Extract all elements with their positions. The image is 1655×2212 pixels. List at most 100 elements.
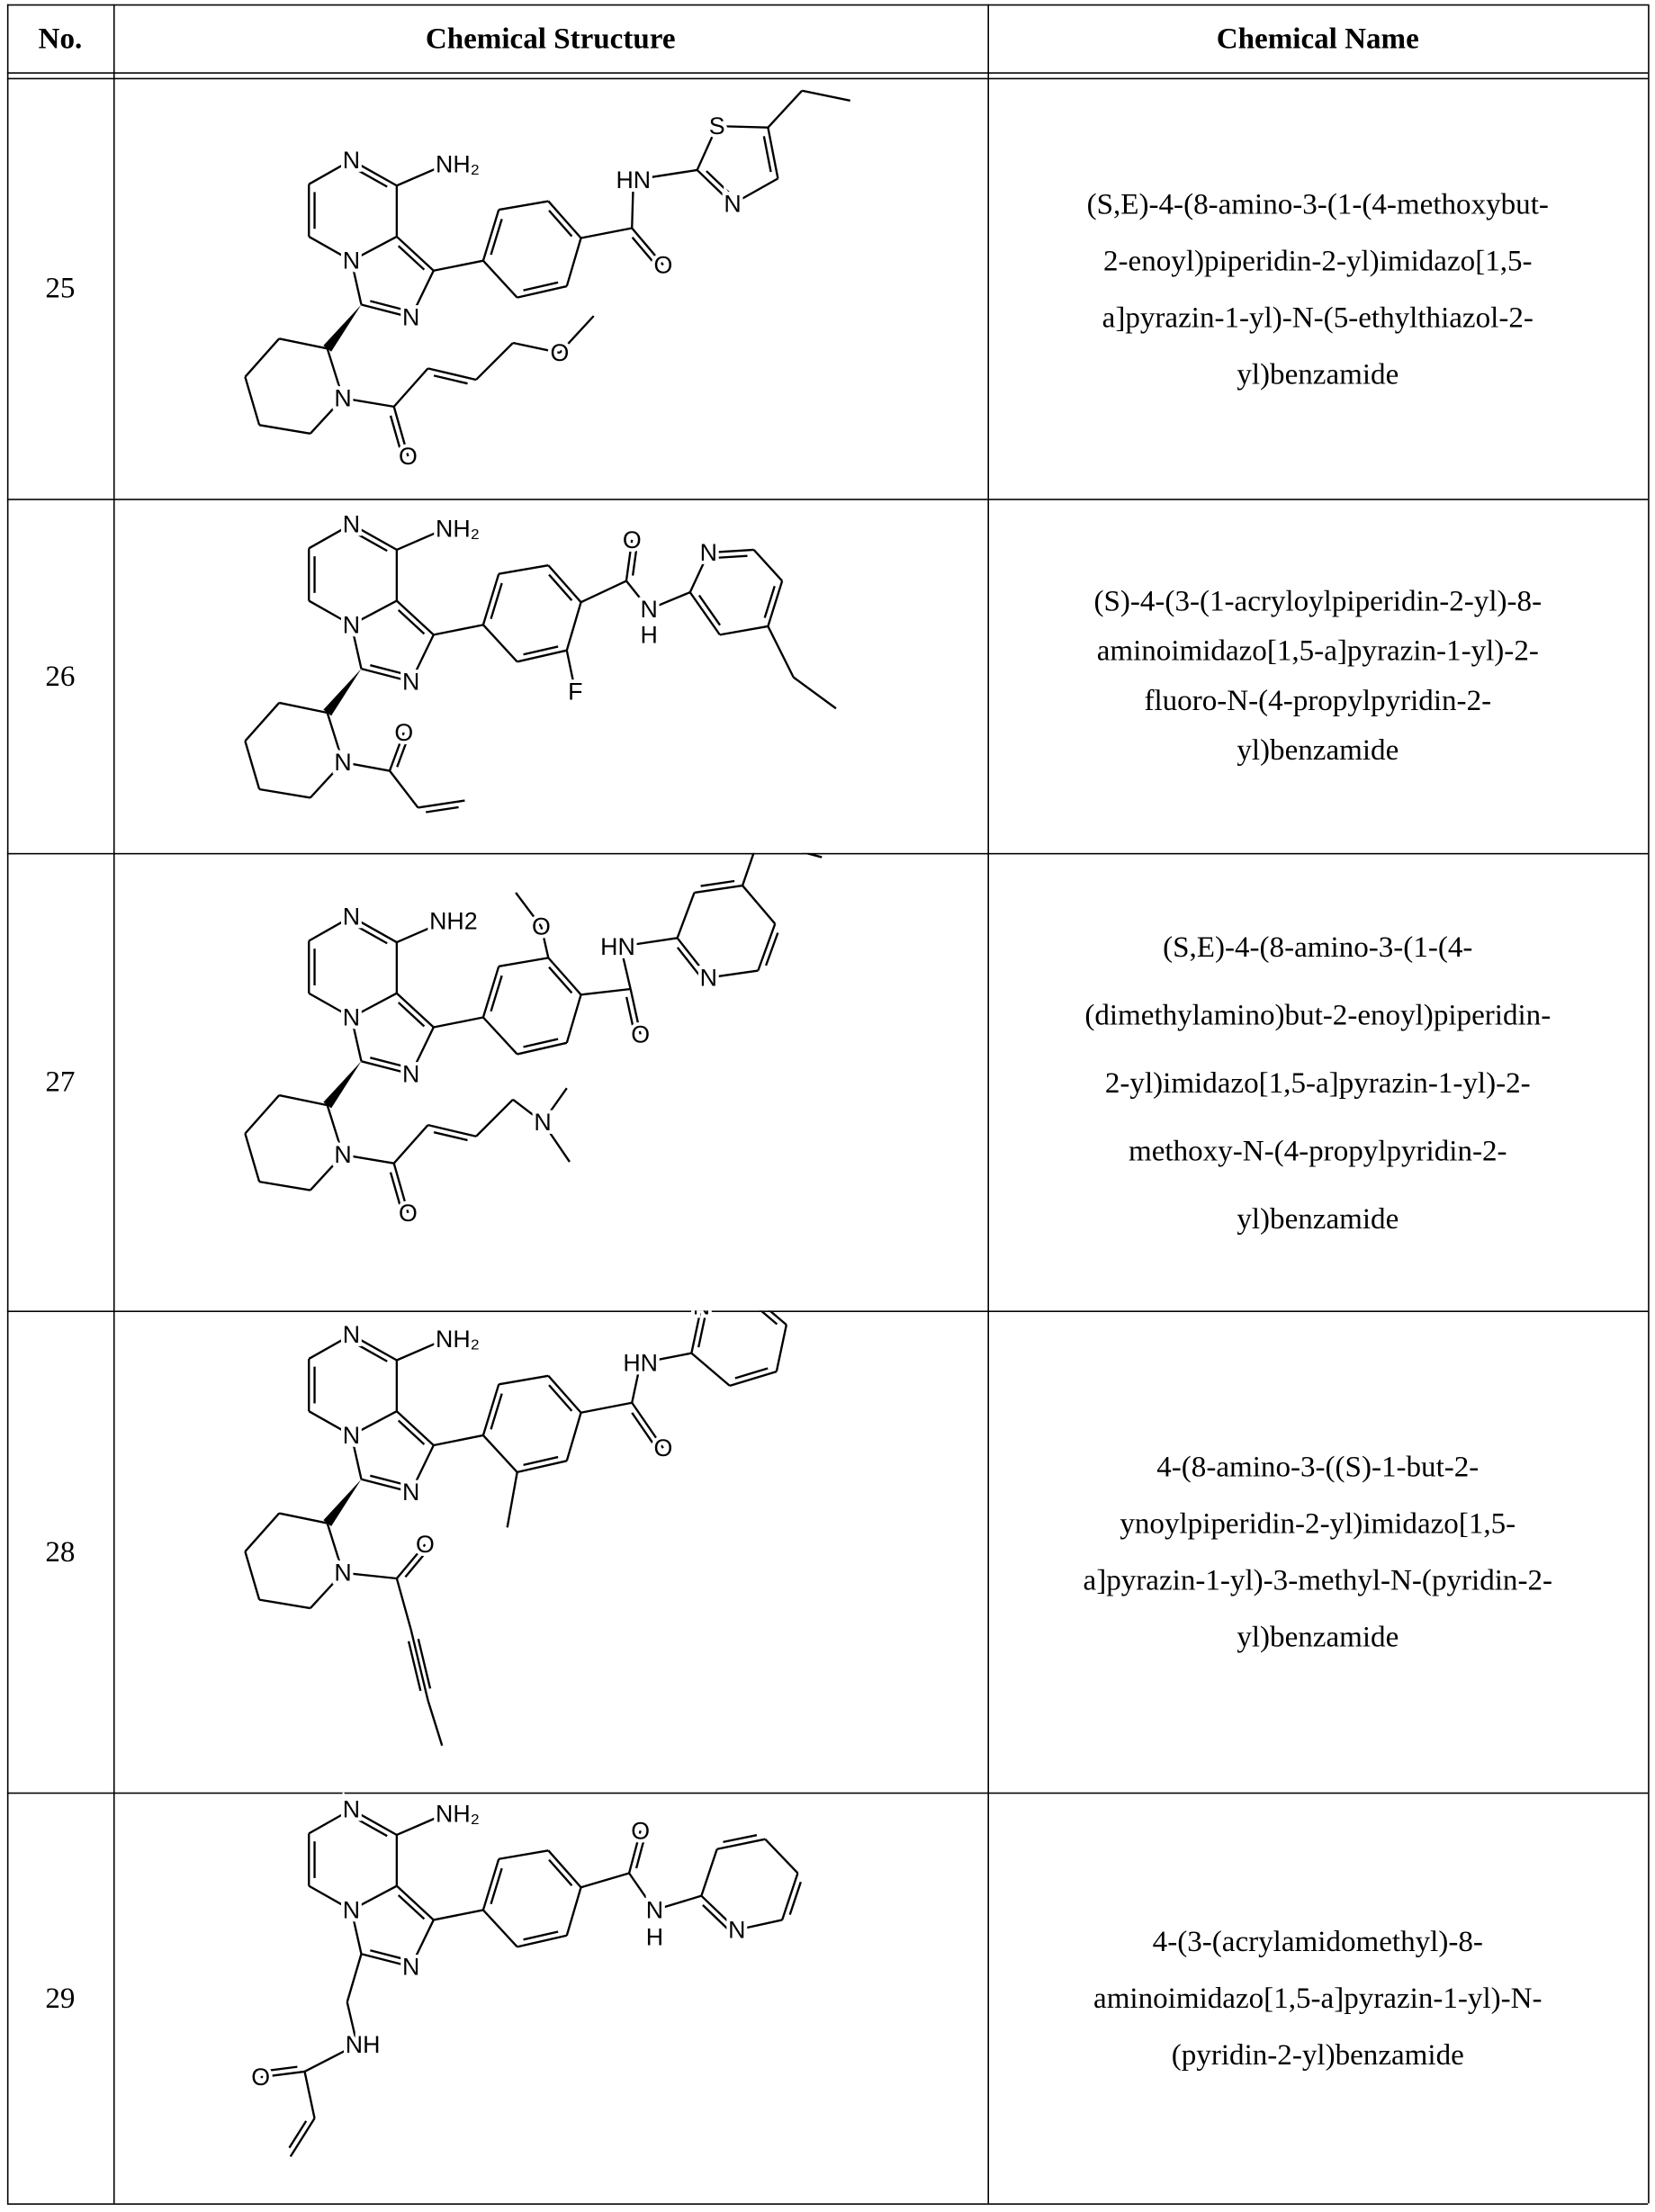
bond bbox=[397, 1817, 439, 1835]
bond bbox=[483, 625, 517, 661]
atom-label: O bbox=[416, 1531, 435, 1558]
header-no: No. bbox=[7, 4, 113, 73]
chemical-name-line: (S,E)-4-(8-amino-3-(1-(4-methoxybut- bbox=[1087, 175, 1549, 231]
bond bbox=[766, 933, 778, 966]
atom-label: F bbox=[568, 678, 582, 705]
bond bbox=[279, 703, 328, 713]
bond bbox=[548, 958, 580, 994]
bond bbox=[567, 238, 581, 287]
bond bbox=[715, 556, 747, 558]
atom-label: O bbox=[399, 443, 418, 470]
bond bbox=[777, 1325, 787, 1371]
bond bbox=[245, 377, 259, 426]
atom-label: HN bbox=[616, 166, 651, 193]
atom-label: N bbox=[343, 1422, 360, 1449]
bond bbox=[397, 601, 434, 635]
atom-label: NH2 bbox=[429, 907, 478, 934]
bond bbox=[581, 581, 626, 603]
bond bbox=[768, 91, 802, 128]
bond bbox=[476, 343, 513, 380]
atom-label: N bbox=[343, 147, 360, 174]
atom-label: N bbox=[402, 1060, 419, 1087]
bond bbox=[245, 703, 279, 742]
chemical-name-line: 2-enoyl)piperidin-2-yl)imidazo[1,5- bbox=[1103, 231, 1533, 288]
chemical-structure: NNH2NNOHNONNON bbox=[113, 853, 987, 1311]
atom-label: N bbox=[343, 904, 360, 931]
atom-label: NH₂ bbox=[436, 151, 480, 178]
bond bbox=[517, 651, 567, 662]
atom-label: N bbox=[534, 1109, 551, 1136]
chemical-name-line: yl)benzamide bbox=[1237, 345, 1399, 401]
chemical-structure: NNH₂NNHNOSNNOO bbox=[113, 78, 987, 499]
bond bbox=[768, 128, 778, 179]
compound-number: 28 bbox=[7, 1310, 113, 1792]
bond bbox=[397, 1886, 434, 1920]
chemical-structure: NNH₂NNHNONNO bbox=[113, 1310, 987, 1792]
atom-label: O bbox=[551, 339, 570, 366]
chemical-name-line: ynoylpiperidin-2-yl)imidazo[1,5- bbox=[1120, 1495, 1516, 1551]
bond bbox=[259, 789, 310, 797]
atom-label: N bbox=[700, 964, 717, 991]
compound-number: 27 bbox=[7, 853, 113, 1311]
bond bbox=[483, 261, 517, 298]
bond bbox=[581, 1403, 633, 1413]
atom-label: N bbox=[343, 1796, 360, 1823]
atom-label: N bbox=[343, 1896, 360, 1923]
bond bbox=[567, 1413, 581, 1461]
bond bbox=[397, 1578, 411, 1630]
table-border-bottom bbox=[7, 2203, 1648, 2205]
atom-label: N bbox=[640, 596, 657, 623]
compound-number: 26 bbox=[7, 499, 113, 853]
bond bbox=[499, 565, 548, 573]
atom-label: O bbox=[653, 1434, 672, 1461]
bond bbox=[567, 602, 581, 651]
bond bbox=[758, 853, 822, 858]
bond bbox=[397, 994, 434, 1028]
chemical-name-line: a]pyrazin-1-yl)-3-methyl-N-(pyridin-2- bbox=[1084, 1551, 1552, 1608]
bond bbox=[581, 1873, 630, 1887]
bond bbox=[701, 1849, 716, 1896]
bond bbox=[434, 1435, 483, 1445]
chemical-name: (S,E)-4-(8-amino-3-(1-(4-(dimethylamino)… bbox=[987, 853, 1648, 1311]
bond bbox=[426, 807, 458, 813]
bond bbox=[245, 1134, 259, 1182]
bond bbox=[517, 1461, 567, 1472]
bond bbox=[397, 531, 439, 549]
atom-label: H bbox=[646, 1923, 663, 1950]
wedge-bond bbox=[323, 305, 361, 352]
atom-label: O bbox=[631, 1021, 650, 1048]
bond bbox=[394, 1125, 428, 1164]
atom-label: NH bbox=[346, 2031, 381, 2058]
bond bbox=[434, 625, 483, 634]
chemical-name-line: 4-(8-amino-3-((S)-1-but-2- bbox=[1156, 1438, 1479, 1495]
bond bbox=[434, 1910, 483, 1920]
atom-label: N bbox=[402, 1953, 419, 1980]
chemical-name-line: yl)benzamide bbox=[1237, 1183, 1399, 1252]
bond bbox=[305, 2072, 315, 2118]
bond bbox=[491, 219, 502, 255]
bond bbox=[794, 678, 836, 709]
chemical-name-line: 2-yl)imidazo[1,5-a]pyrazin-1-yl)-2- bbox=[1105, 1048, 1531, 1116]
atom-label: O bbox=[623, 526, 642, 553]
bond bbox=[476, 1100, 513, 1137]
bond bbox=[483, 1910, 517, 1947]
bond bbox=[291, 2118, 315, 2157]
chemical-name-line: (pyridin-2-yl)benzamide bbox=[1172, 2027, 1464, 2083]
atom-label: O bbox=[631, 1817, 650, 1844]
atom-label: N bbox=[334, 384, 351, 411]
atom-label: N bbox=[693, 1310, 710, 1319]
bond bbox=[266, 2067, 297, 2071]
bond bbox=[499, 958, 548, 966]
bond bbox=[802, 91, 850, 101]
bond bbox=[245, 1551, 259, 1600]
bond bbox=[434, 1017, 483, 1027]
atom-label: N bbox=[402, 304, 419, 331]
bond bbox=[390, 771, 418, 808]
chemical-name-line: 4-(3-(acrylamidomethyl)-8- bbox=[1153, 1913, 1483, 1970]
bond bbox=[748, 1310, 787, 1325]
bond bbox=[347, 1954, 362, 2002]
bond bbox=[245, 1514, 279, 1552]
bond bbox=[517, 286, 567, 298]
atom-label: NH₂ bbox=[436, 515, 480, 542]
